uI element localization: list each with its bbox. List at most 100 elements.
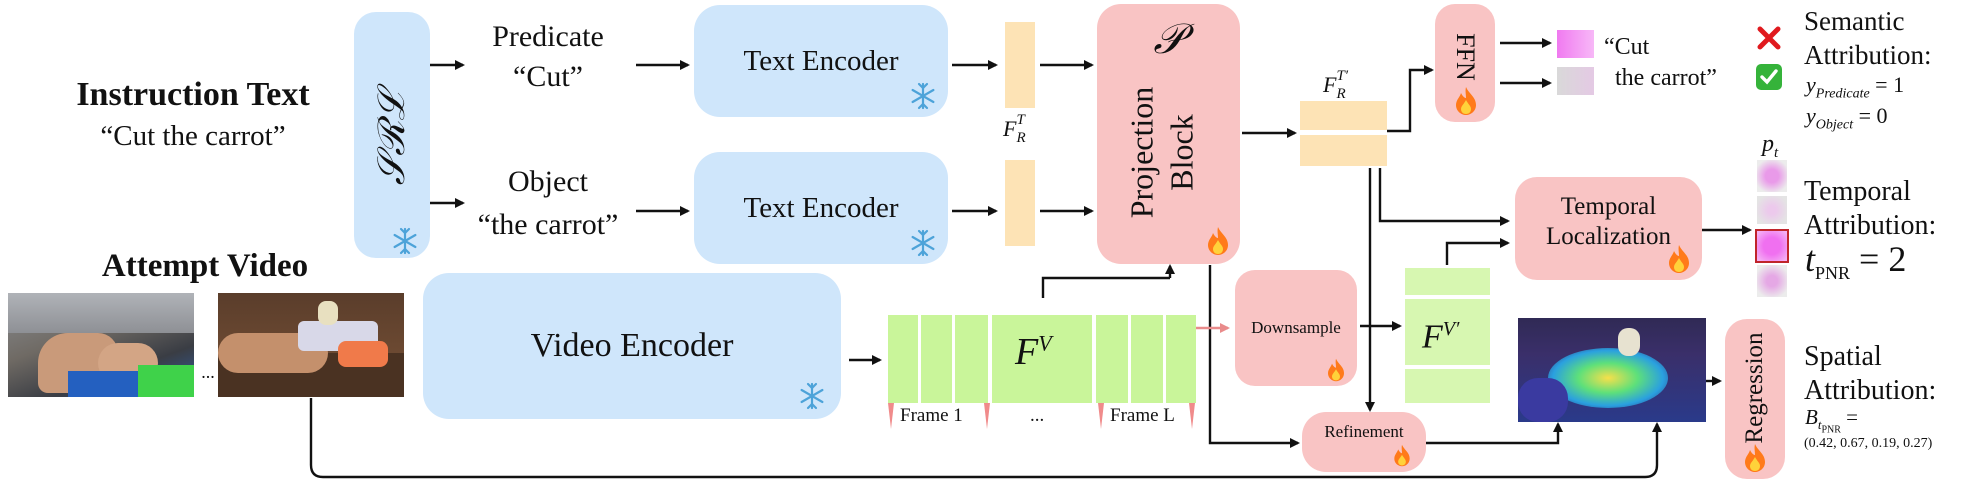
spatial-eq: BtPNR =: [1805, 405, 1858, 436]
fire-icon: [1669, 245, 1689, 273]
pt-label: pt: [1762, 131, 1778, 162]
projected-text-feature-1: [1300, 101, 1387, 130]
output-text-line1: “Cut: [1604, 34, 1650, 60]
frame-markers: [888, 403, 1195, 429]
fire-icon: [1208, 227, 1228, 255]
frame-feature: [992, 315, 1092, 403]
frame-feature: [888, 315, 918, 403]
downsampled-feature: [1405, 268, 1490, 295]
temporal-title-1: Temporal: [1804, 176, 1911, 207]
pt-sub: t: [1774, 144, 1779, 161]
fr-t-prime-sup: T′: [1336, 68, 1349, 84]
fr-t-sub: R: [1016, 130, 1026, 146]
temporal-loc-line2: Localization: [1546, 223, 1671, 250]
pt-cell-2: [1757, 196, 1787, 224]
text-encoder-predicate: Text Encoder: [694, 5, 948, 117]
frames-ellipsis: ...: [201, 362, 215, 382]
pt-cell-4: [1757, 265, 1787, 297]
snowflake-icon: [911, 82, 935, 110]
eq-sub: PNR: [1815, 263, 1851, 284]
eq-val: = 0: [1858, 103, 1888, 128]
regression-label: Regression: [1741, 332, 1768, 444]
text-feature-predicate: [1005, 22, 1035, 108]
eq-sub: Object: [1815, 117, 1854, 133]
green-check-icon: [1756, 64, 1782, 90]
frame-middle-label: ...: [1030, 405, 1045, 426]
spatial-heatmap-image: [1518, 318, 1706, 422]
spatial-title-2: Attribution:: [1804, 375, 1937, 406]
semantic-eq-predicate: yPredicate = 1: [1806, 72, 1904, 102]
eq-val: = 2: [1859, 239, 1907, 279]
projection-line2: Block: [1163, 114, 1200, 191]
spatial-title-1: Spatial: [1804, 341, 1882, 372]
downsampled-feature: [1405, 299, 1490, 365]
fr-t-prime-base: F: [1323, 72, 1337, 97]
predicate-value: “Cut”: [513, 60, 583, 93]
pt-cell-1: [1757, 160, 1787, 192]
video-frame-last: [218, 293, 404, 397]
instruction-heading: Instruction Text: [76, 76, 310, 113]
fire-icon: [1745, 444, 1765, 472]
eq-sub: t: [1817, 417, 1822, 433]
refinement-block: Refinement: [1302, 412, 1426, 472]
text-encoder-label: Text Encoder: [743, 45, 899, 77]
object-value: “the carrot”: [477, 208, 619, 241]
frame-first-label: Frame 1: [900, 405, 963, 426]
fv-prime-sup: V′: [1442, 318, 1460, 340]
projection-block: 𝒫 Projection Block: [1097, 4, 1240, 264]
eq-var: B: [1805, 405, 1818, 429]
srl-block: 𝒮ℛℒ: [354, 12, 430, 258]
object-score-cell: [1557, 67, 1594, 95]
attempt-video-heading: Attempt Video: [101, 248, 309, 284]
semantic-title-2: Attribution:: [1804, 40, 1932, 70]
frame-feature: [921, 315, 952, 403]
frame-feature: [1131, 315, 1163, 403]
eq-subsub: PNR: [1821, 424, 1841, 436]
downsampled-feature: [1405, 369, 1490, 403]
predicate-score-cell: [1557, 30, 1594, 58]
frame-last-label: Frame L: [1110, 405, 1175, 426]
semantic-eq-object: yObject = 0: [1806, 103, 1888, 133]
temporal-eq: tPNR = 2: [1805, 238, 1906, 284]
fr-t-sup: T: [1016, 112, 1025, 128]
downsample-block: Downsample: [1235, 270, 1357, 386]
fv-sup: V: [1038, 330, 1052, 356]
fire-icon: [1394, 444, 1410, 467]
predicate-label: Predicate: [492, 20, 604, 53]
frame-feature: [1166, 315, 1196, 403]
snowflake-icon: [800, 382, 824, 410]
eq-val: =: [1846, 405, 1858, 429]
fv-prime-base: F: [1422, 318, 1443, 356]
fire-icon: [1328, 358, 1344, 382]
temporal-loc-line1: Temporal: [1560, 193, 1657, 220]
srl-label: 𝒮ℛℒ: [371, 92, 413, 186]
fr-t-base: F: [1003, 116, 1017, 141]
fv-base: F: [1015, 331, 1039, 373]
eq-var: y: [1806, 103, 1816, 128]
eq-val: = 1: [1875, 72, 1905, 97]
projection-line1: Projection: [1123, 86, 1160, 219]
snowflake-icon: [911, 229, 935, 257]
ffn-block: FFN: [1435, 4, 1495, 122]
video-frame-first: [8, 293, 194, 397]
frame-feature: [955, 315, 988, 403]
fire-icon: [1456, 87, 1476, 115]
temporal-localization-block: Temporal Localization: [1515, 177, 1702, 280]
semantic-title-1: Semantic: [1804, 6, 1905, 36]
red-cross-icon: [1757, 26, 1781, 50]
text-encoder-object: Text Encoder: [694, 152, 948, 264]
fr-t-prime-sub: R: [1336, 86, 1346, 102]
video-encoder-label: Video Encoder: [530, 327, 734, 364]
eq-sub: Predicate: [1815, 86, 1870, 102]
text-feature-object: [1005, 160, 1035, 246]
instruction-quote: “Cut the carrot”: [100, 120, 286, 152]
projection-symbol: 𝒫: [1153, 17, 1184, 63]
text-encoder-label: Text Encoder: [743, 192, 899, 224]
frame-feature: [1096, 315, 1128, 403]
video-encoder-block: Video Encoder: [423, 273, 841, 419]
pt-base: p: [1762, 131, 1774, 157]
